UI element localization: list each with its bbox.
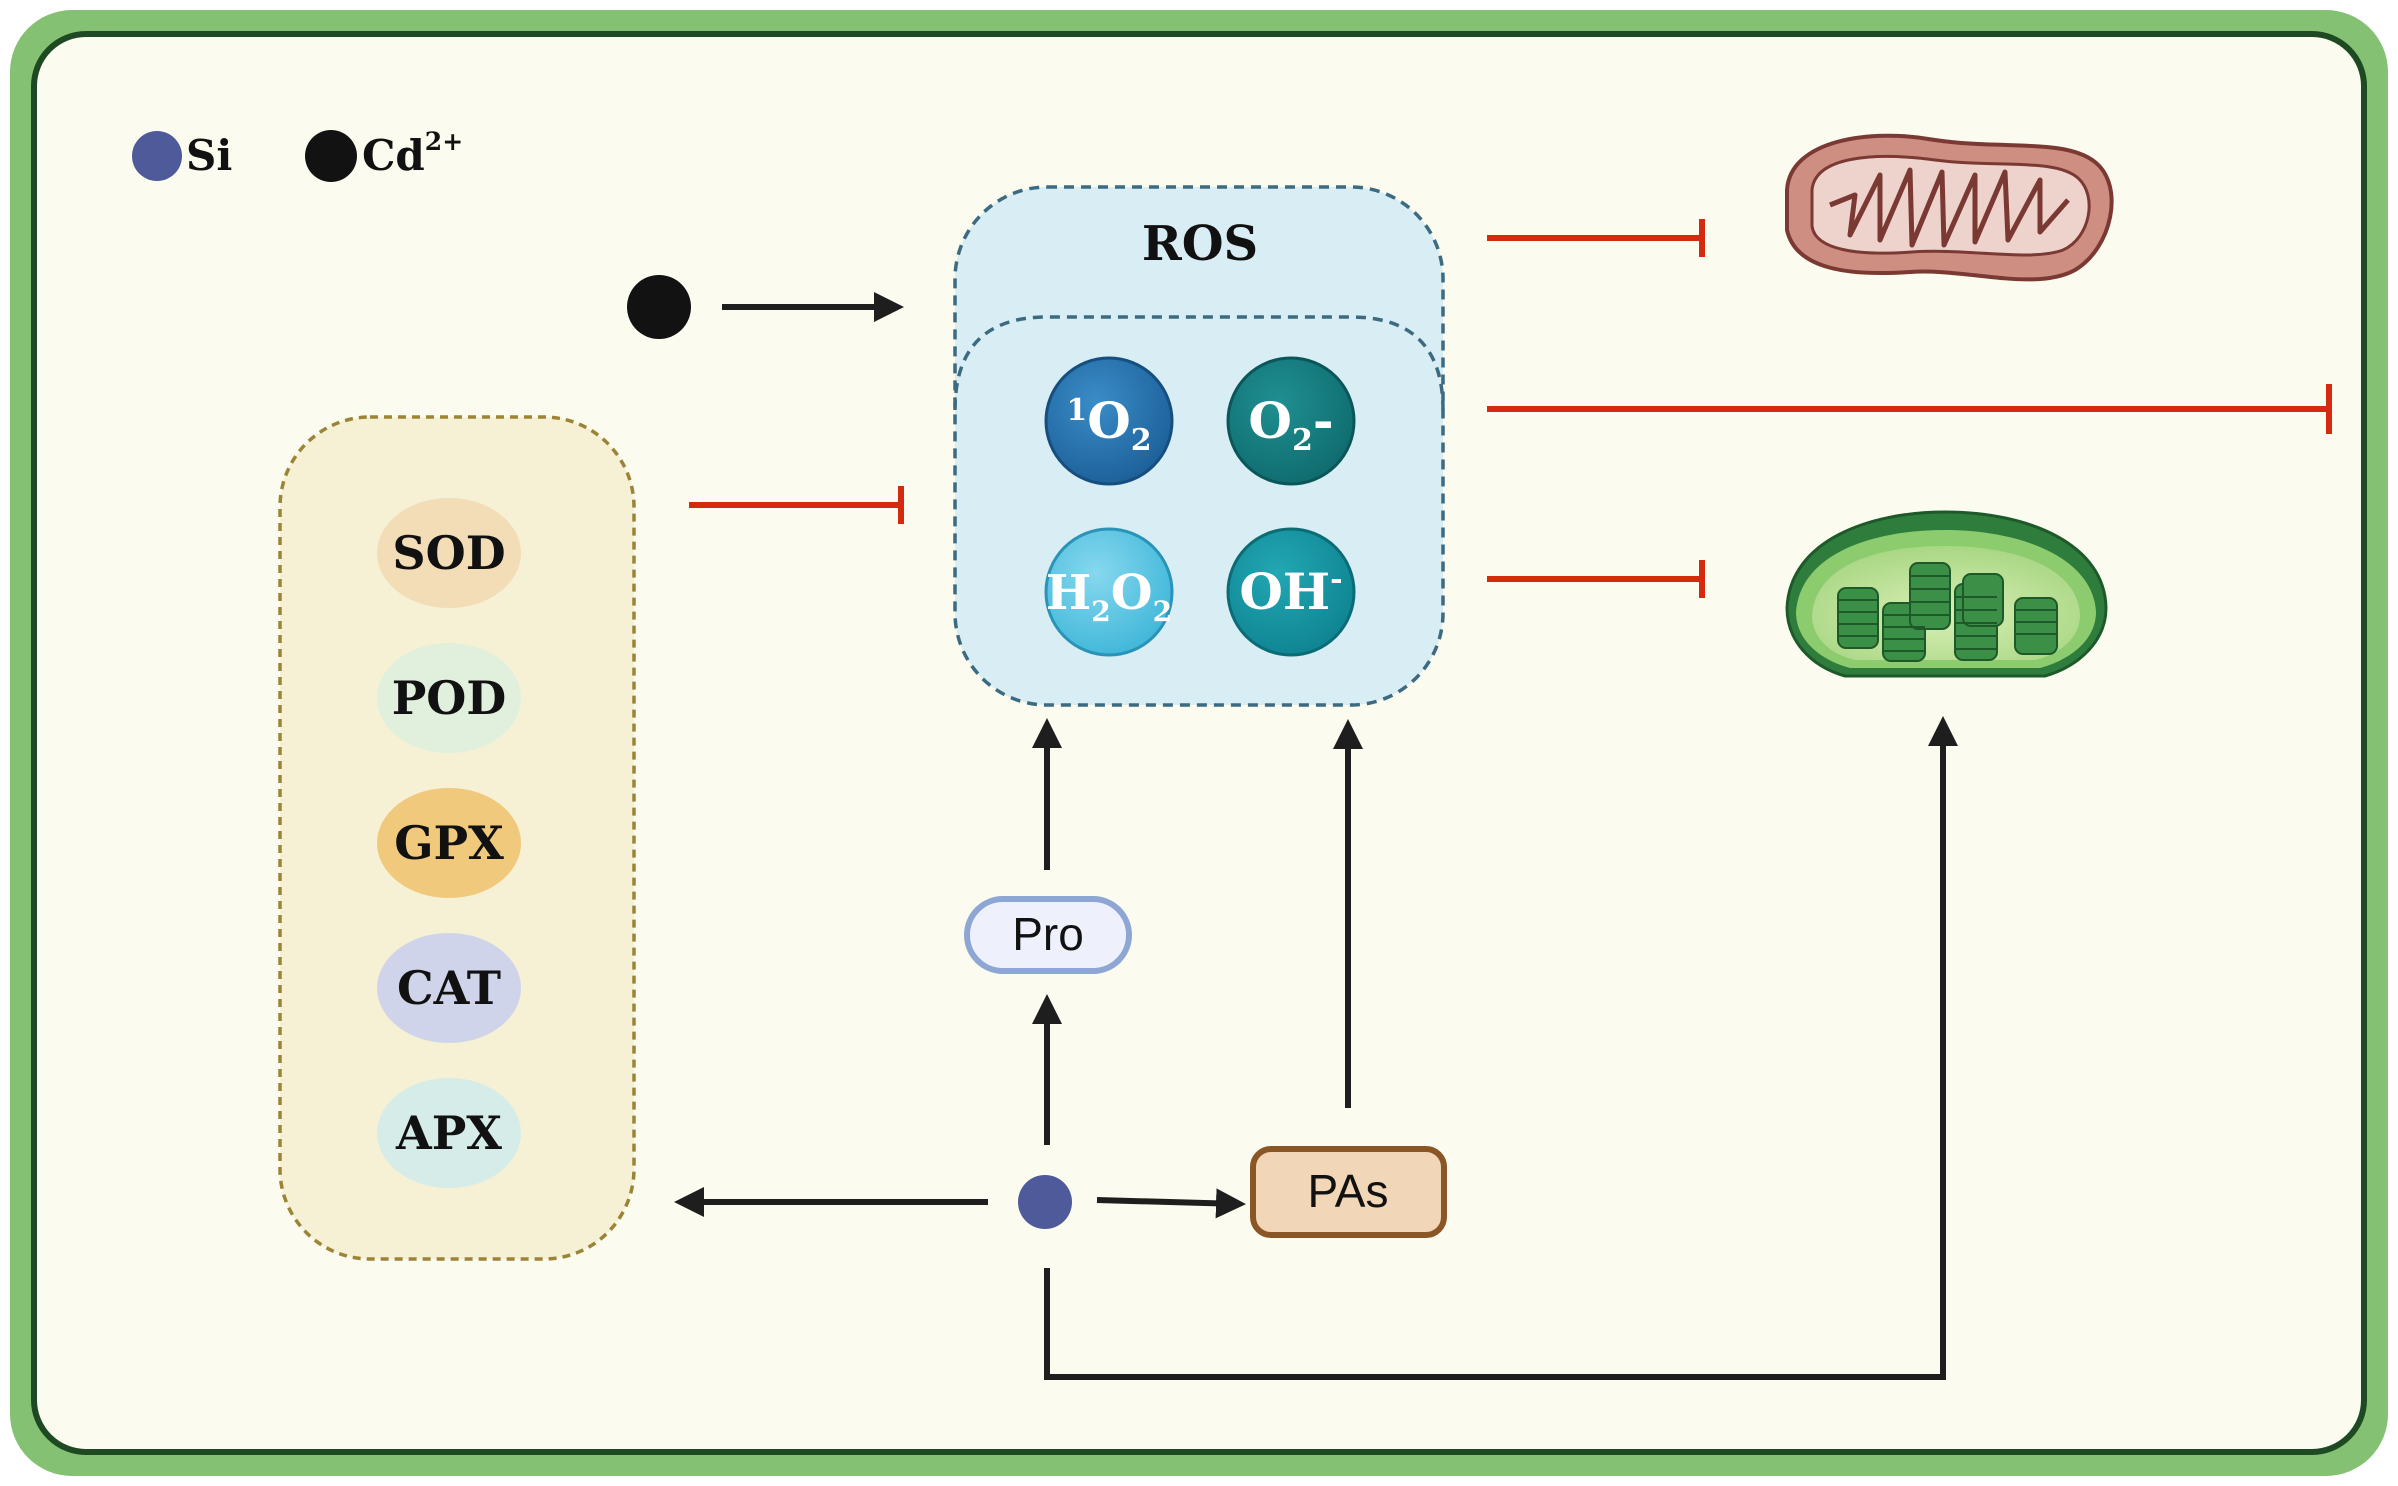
inhibit-ros-mitochondrion (1487, 219, 1705, 257)
pas-node: PAs (1250, 1146, 1447, 1238)
hydrogen-peroxide: H2O2 (1044, 527, 1174, 657)
enzyme-pod: POD (377, 643, 521, 753)
cd-ion (627, 275, 691, 339)
pro-node: Pro (964, 896, 1132, 974)
si-to-chloroplast-arrow (1044, 716, 1958, 1380)
svg-text:APX: APX (395, 1106, 502, 1160)
inhibit-enzymes-ros (689, 486, 904, 524)
svg-text:POD: POD (392, 671, 507, 725)
svg-text:O2-: O2- (1248, 391, 1333, 458)
ros-box: ROS (953, 185, 1445, 707)
hydroxyl-radical: OH- (1226, 527, 1356, 657)
svg-text:SOD: SOD (392, 526, 505, 580)
enzyme-sod: SOD (377, 498, 521, 608)
enzyme-list: SOD POD GPX CAT APX (377, 498, 521, 1188)
svg-text:H2O2: H2O2 (1046, 565, 1172, 628)
si-to-pas-arrow (1096, 1188, 1246, 1219)
ros-title: ROS (1142, 216, 1258, 272)
svg-text:1O2: 1O2 (1066, 391, 1151, 458)
svg-text:CAT: CAT (397, 961, 501, 1015)
mitochondrion-icon (1785, 133, 2114, 282)
legend-si-label: Si (186, 131, 232, 180)
legend: Si Cd2+ (132, 127, 463, 182)
pro-label: Pro (1012, 908, 1084, 960)
svg-text:OH-: OH- (1239, 562, 1342, 621)
enzyme-apx: APX (377, 1078, 521, 1188)
enzyme-gpx: GPX (377, 788, 521, 898)
enzyme-cat: CAT (377, 933, 521, 1043)
inhibit-ros-chloroplast (1487, 560, 1705, 598)
legend-cd-dot (305, 130, 357, 182)
legend-cd-label: Cd2+ (362, 127, 463, 180)
inhibit-ros-cell (1487, 384, 2332, 434)
si-node (1018, 1175, 1072, 1229)
pas-label: PAs (1308, 1165, 1389, 1217)
svg-text:GPX: GPX (394, 816, 504, 870)
chloroplast-icon (1785, 510, 2108, 678)
legend-si-dot (132, 131, 182, 181)
singlet-oxygen: 1O2 (1044, 356, 1174, 486)
superoxide: O2- (1226, 356, 1356, 486)
